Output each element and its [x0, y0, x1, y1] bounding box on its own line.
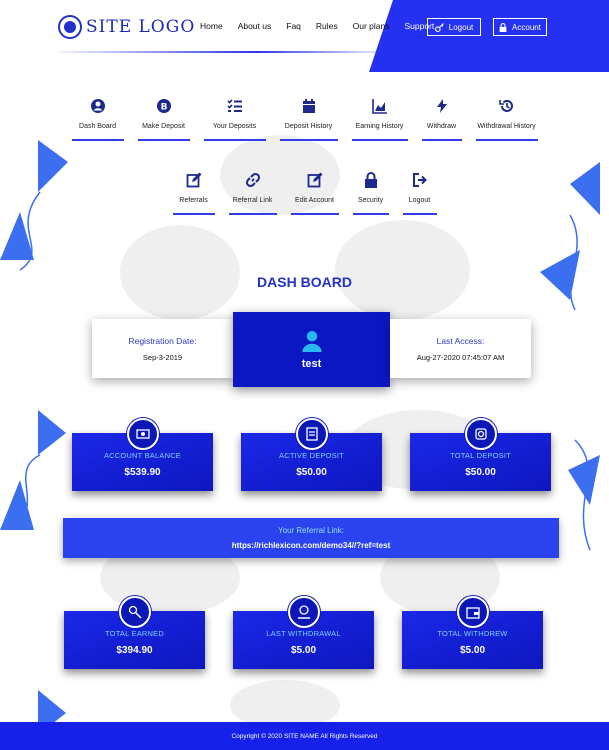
copyright-text: Copyright © 2020 SITE NAME All Rights Re… [231, 732, 378, 740]
coin-deposit-icon [464, 418, 497, 450]
wallet-icon [456, 596, 489, 628]
cash-icon [126, 418, 159, 450]
last-access-value: Aug-27-2020 07:45:07 AM [416, 352, 505, 362]
bolt-icon [436, 99, 447, 113]
username: test [301, 357, 322, 370]
earnings-icon [118, 596, 151, 628]
link-icon [245, 172, 260, 188]
total-withdrew-card: TOTAL WITHDREW $5.00 [402, 596, 543, 669]
menu-item-security[interactable]: Security [349, 172, 393, 215]
edit-icon [186, 172, 201, 188]
menu-item-withdraw[interactable]: Withdraw [418, 98, 466, 141]
lock-icon [499, 22, 507, 32]
registration-date-value: Sep-3-2019 [142, 352, 183, 362]
menu-item-edit-account[interactable]: Edit Account [287, 172, 343, 215]
header-underline [58, 51, 388, 53]
nav-home[interactable]: Home [200, 21, 223, 31]
deposit-icon [295, 418, 328, 450]
nav-faq[interactable]: Faq [286, 21, 301, 31]
nav-support[interactable]: Support [404, 21, 435, 31]
site-footer: Copyright © 2020 SITE NAME All Rights Re… [0, 722, 609, 750]
user-icon [301, 330, 322, 352]
user-card: test [233, 312, 390, 387]
dashboard-menu-secondary: Referrals Referral Link Edit Account Sec… [0, 172, 609, 215]
site-header: SITE LOGO Home About us Faq Rules Our pl… [0, 0, 609, 72]
referral-link-card: Your Referral Link: https://richlexicon.… [63, 518, 559, 558]
last-access-label: Last Access: [436, 335, 485, 346]
user-circle-icon [90, 99, 105, 113]
logo-text: SITE LOGO [86, 17, 196, 37]
key-icon [434, 22, 444, 32]
dashboard-menu-primary: Dash Board B Make Deposit Your Deposits … [0, 98, 609, 141]
lock-icon [364, 172, 377, 188]
referral-link-value[interactable]: https://richlexicon.com/demo34//?ref=tes… [231, 541, 391, 550]
calendar-icon [302, 99, 315, 113]
header-corner-decoration [369, 0, 609, 72]
menu-item-referrals[interactable]: Referrals [169, 172, 219, 215]
active-deposit-card: ACTIVE DEPOSIT $50.00 [241, 418, 382, 491]
page-title: DASH BOARD [257, 274, 352, 290]
total-deposit-card: TOTAL DEPOSIT $50.00 [410, 418, 551, 491]
last-withdrawal-card: LAST WITHDRAWAL $5.00 [233, 596, 374, 669]
logo-icon [58, 15, 82, 39]
bitcoin-icon: B [156, 99, 171, 113]
account-balance-card: ACCOUNT BALANCE $539.90 [72, 418, 213, 491]
svg-text:B: B [160, 103, 167, 113]
menu-item-make-deposit[interactable]: B Make Deposit [134, 98, 194, 141]
menu-item-referral-link[interactable]: Referral Link [225, 172, 281, 215]
nav-rules[interactable]: Rules [315, 21, 338, 31]
last-access-card: Last Access: Aug-27-2020 07:45:07 AM [390, 319, 531, 378]
referral-link-label: Your Referral Link: [278, 526, 344, 535]
registration-date-label: Registration Date: [128, 335, 197, 346]
account-button[interactable]: Account [493, 18, 547, 36]
registration-card: Registration Date: Sep-3-2019 [92, 319, 233, 378]
list-check-icon [226, 99, 242, 112]
nav-our-plans[interactable]: Our plans [352, 21, 390, 31]
menu-item-dash-board[interactable]: Dash Board [68, 98, 128, 141]
main-nav: Home About us Faq Rules Our plans Suppor… [200, 21, 434, 31]
menu-item-earning-history[interactable]: Earning History [348, 98, 412, 141]
menu-item-deposit-history[interactable]: Deposit History [276, 98, 342, 141]
sign-out-icon [412, 173, 427, 187]
logout-button-label: Logout [448, 22, 474, 32]
total-earned-card: TOTAL EARNED $394.90 [64, 596, 205, 669]
nav-about-us[interactable]: About us [237, 21, 272, 31]
area-chart-icon [371, 99, 387, 114]
edit-account-icon [307, 172, 322, 188]
menu-item-withdrawal-history[interactable]: Withdrawal History [472, 98, 542, 141]
withdrawal-icon [287, 596, 320, 628]
menu-item-logout[interactable]: Logout [399, 172, 441, 215]
logout-button[interactable]: Logout [427, 18, 481, 36]
account-button-label: Account [512, 22, 541, 32]
site-logo[interactable]: SITE LOGO [58, 13, 195, 41]
history-icon [498, 99, 513, 112]
menu-item-your-deposits[interactable]: Your Deposits [200, 98, 270, 141]
